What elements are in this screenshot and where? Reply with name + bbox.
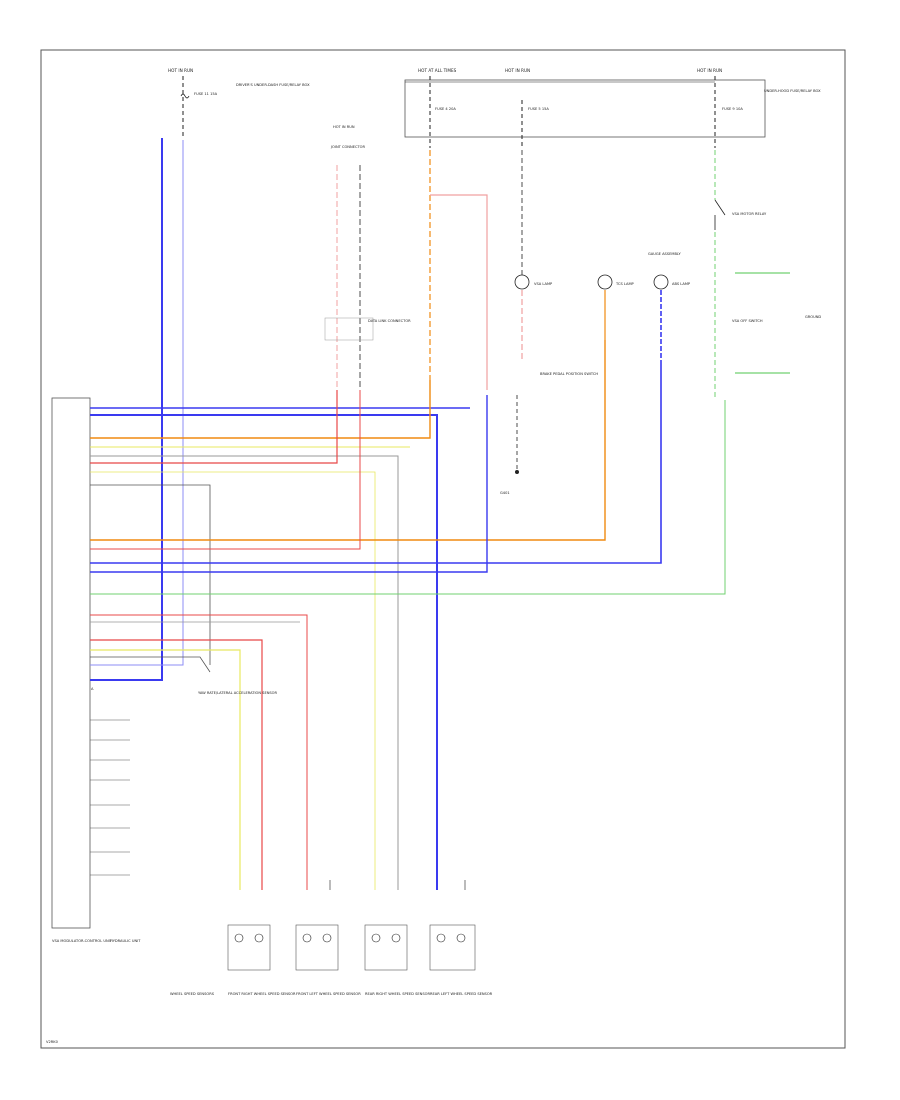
sensor-2-box — [295, 924, 339, 971]
tcs-lamp-label: TCS LAMP — [615, 282, 635, 286]
sensor-4-label: REAR LEFT WHEEL SPEED SENSOR — [430, 992, 493, 996]
bottom-tag: HYDRAULIC UNIT — [110, 939, 141, 943]
junction-group: HOT IN RUN JOINT CONNECTOR DATA LINK CON… — [324, 125, 411, 390]
left-fuse-name: FUSE 11 15A — [194, 92, 218, 96]
vsa-sensor-label: YAW RATE/LATERAL ACCELERATION SENSOR — [198, 691, 278, 695]
fuse-box-group: HOT AT ALL TIMES HOT IN RUN HOT IN RUN F… — [404, 68, 821, 148]
relay-desc: VSA MOTOR RELAY — [732, 212, 767, 216]
ground-label: G401 — [500, 491, 510, 495]
wheel-sensors: WHEEL SPEED SENSORS FRONT RIGHT WHEEL SP… — [170, 924, 493, 996]
sensor-1-box — [227, 924, 271, 971]
relay-group: VSA MOTOR RELAY VSA OFF SWITCH GROUND — [714, 150, 821, 400]
sensor-2-label: FRONT LEFT WHEEL SPEED SENSOR — [296, 992, 361, 996]
gauge-assembly-label: GAUGE ASSEMBLY — [648, 252, 681, 256]
brake-switch-label: BRAKE PEDAL POSITION SWITCH — [540, 372, 598, 376]
sensor-3-label: REAR RIGHT WHEEL SPEED SENSOR — [365, 992, 430, 996]
abs-lamp-bulb — [653, 274, 669, 290]
modulator-pins — [90, 719, 130, 876]
left-fuse-top-label: HOT IN RUN — [168, 68, 193, 73]
abs-lamp-label: ABS LAMP — [672, 282, 691, 286]
under-hood-fuse-box — [404, 79, 766, 138]
lamps-group: VSA LAMP TCS LAMP ABS LAMP GAUGE ASSEMBL… — [514, 150, 691, 360]
sensor-1-label: FRONT RIGHT WHEEL SPEED SENSOR — [228, 992, 296, 996]
vsa-switch-label: VSA OFF SWITCH — [732, 319, 763, 323]
fuse-box-desc: UNDER-HOOD FUSE/RELAY BOX — [764, 89, 821, 93]
dlc-label: DATA LINK CONNECTOR — [368, 319, 411, 323]
fuse-box-top-right: HOT IN RUN — [697, 68, 722, 73]
modulator-group: VSA MODULATOR-CONTROL UNIT HYDRAULIC UNI… — [51, 397, 141, 943]
tcs-lamp-bulb — [597, 274, 613, 290]
wheel-sensors-title: WHEEL SPEED SENSORS — [170, 992, 215, 996]
fuse-box-top-left: HOT AT ALL TIMES — [418, 68, 457, 73]
left-fuse-group: HOT IN RUN FUSE 11 15A DRIVER'S UNDER-DA… — [168, 68, 310, 138]
sensor-4-box — [429, 924, 476, 971]
fuse-box-top-mid: HOT IN RUN — [505, 68, 530, 73]
vsa-lamp-bulb — [514, 274, 530, 290]
fuse-a-label: FUSE 4 20A — [435, 107, 456, 111]
footer-code: V2RK0 — [46, 1040, 59, 1044]
diagram-frame — [40, 49, 846, 1049]
abs-modulator-label: VSA MODULATOR-CONTROL UNIT — [52, 939, 113, 943]
sensor-3-box — [364, 924, 408, 971]
vsa-lamp-label: VSA LAMP — [534, 282, 553, 286]
left-fuse-desc: DRIVER'S UNDER-DASH FUSE/RELAY BOX — [236, 83, 310, 87]
junction-label: JOINT CONNECTOR — [330, 145, 365, 149]
fuse-b-label: FUSE 5 15A — [528, 107, 549, 111]
brake-switch-group: BRAKE PEDAL POSITION SWITCH G401 — [429, 150, 598, 495]
ground-right-label: GROUND — [805, 315, 821, 319]
vsa-modulator-box — [51, 397, 91, 929]
fuse-c-label: FUSE 9 10A — [722, 107, 743, 111]
wires — [90, 138, 726, 890]
junction-top-label: HOT IN RUN — [333, 125, 355, 129]
pin-tag: A — [91, 687, 94, 691]
